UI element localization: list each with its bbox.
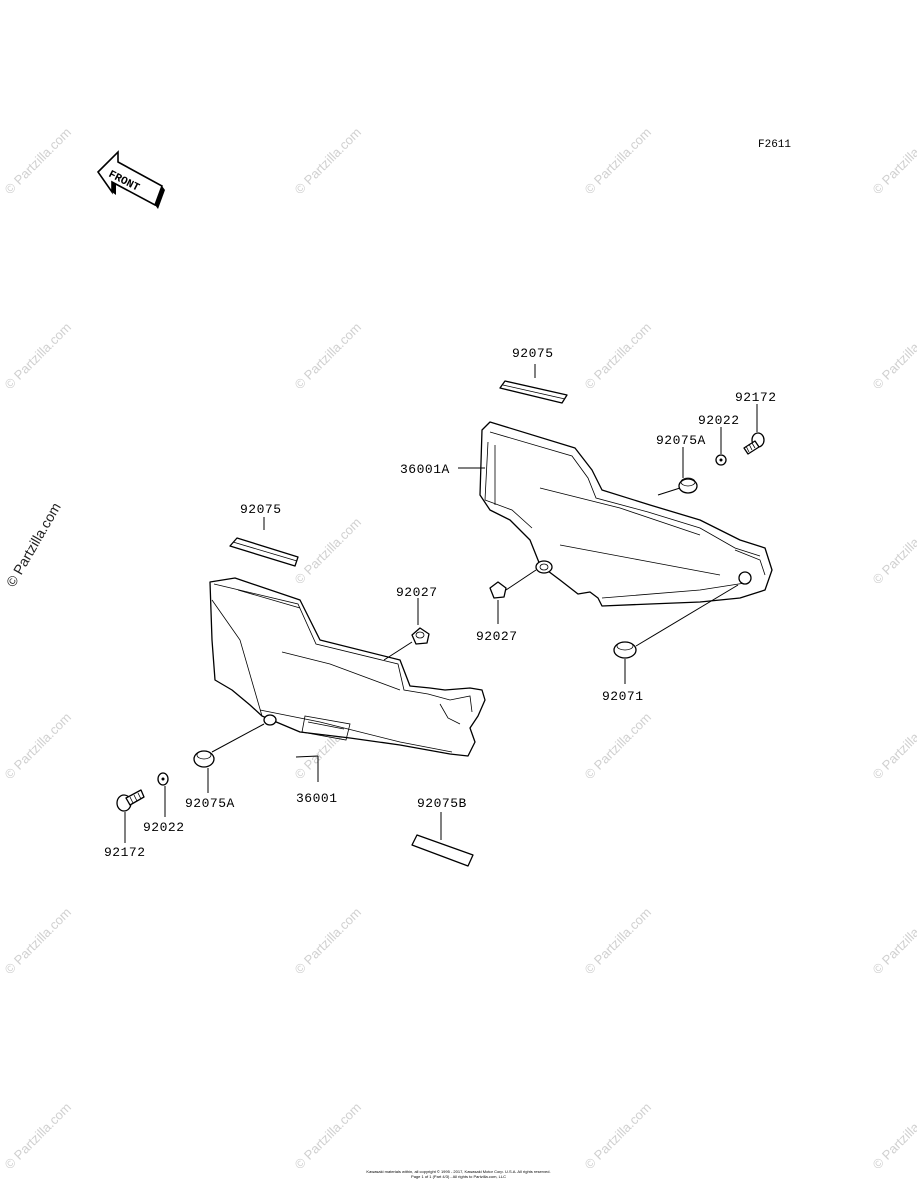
watermark: © Partzilla.com [582, 320, 655, 393]
part-label-92022-right[interactable]: 92022 [698, 413, 740, 428]
nut-92027-right [489, 581, 507, 599]
watermark: © Partzilla.com [870, 710, 917, 783]
part-label-36001[interactable]: 36001 [296, 791, 338, 806]
side-cover-36001A [479, 421, 773, 607]
watermark: © Partzilla.com [2, 710, 75, 783]
part-label-92027-right[interactable]: 92027 [476, 629, 518, 644]
watermark: © Partzilla.com [2, 1100, 75, 1173]
watermark: © Partzilla.com [292, 125, 365, 198]
strip-92075-left [229, 537, 299, 567]
footer-line-1: Kawasaki materials within, all copyright… [366, 1169, 551, 1174]
part-label-92172-left[interactable]: 92172 [104, 845, 146, 860]
watermark: © Partzilla.com [292, 905, 365, 978]
part-label-92075A-right[interactable]: 92075A [656, 433, 706, 448]
watermark: © Partzilla.com [582, 125, 655, 198]
bolt-92172-left [116, 789, 145, 812]
washer-92022-left [157, 772, 169, 786]
figure-code: F2611 [758, 139, 791, 151]
grommet-92075A-left [193, 750, 215, 768]
watermark: © Partzilla.com [870, 515, 917, 588]
watermark: © Partzilla.com [2, 905, 75, 978]
watermark: © Partzilla.com [292, 515, 365, 588]
part-label-92027-left[interactable]: 92027 [396, 585, 438, 600]
front-arrow-icon: FRONT [96, 150, 165, 209]
watermark: © Partzilla.com [870, 320, 917, 393]
watermark: © Partzilla.com [582, 905, 655, 978]
watermark-layer: © Partzilla.com © Partzilla.com © Partzi… [2, 125, 917, 1173]
bolt-92172-right [743, 432, 765, 455]
part-label-92075-top[interactable]: 92075 [512, 346, 554, 361]
watermark: © Partzilla.com [2, 125, 75, 198]
watermark: © Partzilla.com [582, 710, 655, 783]
part-label-92172-right[interactable]: 92172 [735, 390, 777, 405]
leader-lines [124, 364, 758, 843]
part-label-92022-left[interactable]: 92022 [143, 820, 185, 835]
watermark: © Partzilla.com [870, 905, 917, 978]
watermark: © Partzilla.com [870, 1100, 917, 1173]
watermark: © Partzilla.com [582, 1100, 655, 1173]
grommet-92071 [613, 641, 637, 659]
copyright-footer: Kawasaki materials within, all copyright… [300, 1169, 617, 1179]
strip-92075-top [499, 380, 568, 404]
part-label-92071[interactable]: 92071 [602, 689, 644, 704]
grommet-92075A-right [678, 477, 698, 494]
part-label-36001A[interactable]: 36001A [400, 462, 450, 477]
decal-92075B [411, 834, 474, 867]
watermark: © Partzilla.com [292, 1100, 365, 1173]
footer-line-2: Page 1 of 1 (Part 4/3) - All rights to P… [411, 1174, 506, 1179]
watermark: © Partzilla.com [2, 320, 75, 393]
side-watermark: © Partzilla.com [3, 500, 64, 590]
part-label-92075A-left[interactable]: 92075A [185, 796, 235, 811]
part-label-92075-left[interactable]: 92075 [240, 502, 282, 517]
washer-92022-right [715, 454, 727, 466]
side-cover-36001 [209, 577, 486, 757]
part-labels: 92075 92172 92022 92075A 36001A 92027 92… [104, 346, 777, 860]
part-label-92075B[interactable]: 92075B [417, 796, 467, 811]
nut-92027-left [411, 627, 430, 645]
watermark: © Partzilla.com [292, 320, 365, 393]
watermark: © Partzilla.com [870, 125, 917, 198]
